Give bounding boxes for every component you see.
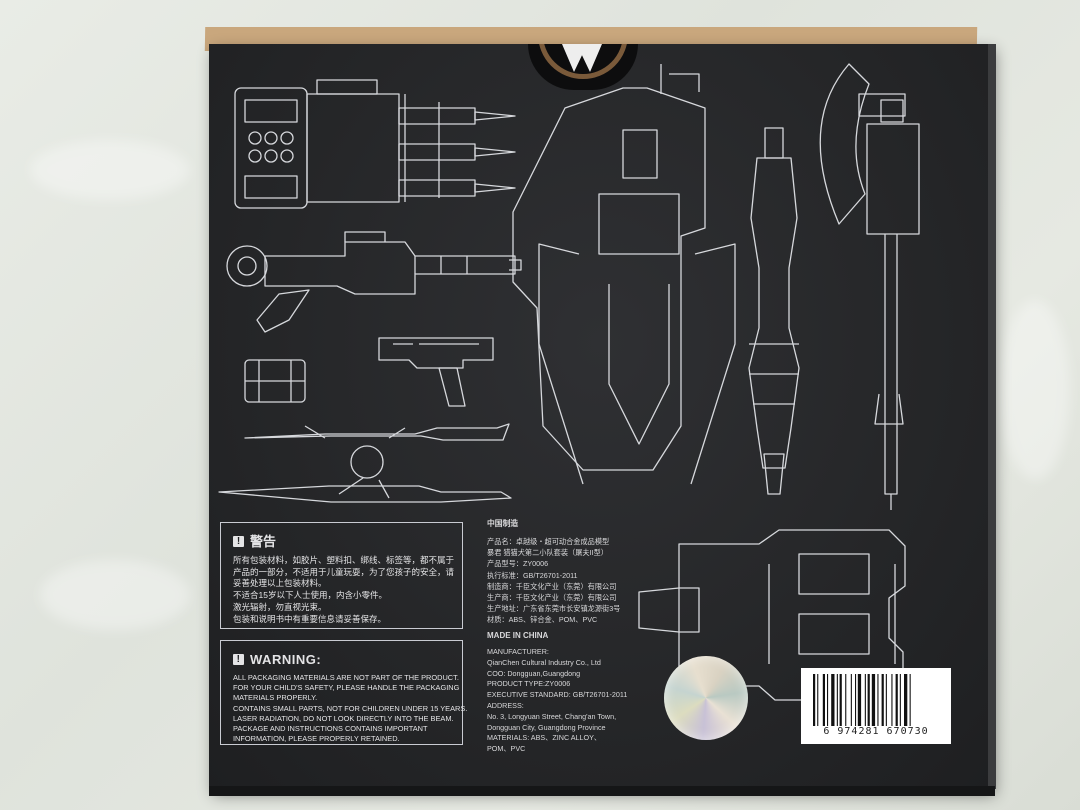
warning-title-cn: 警告 [250,534,277,549]
barcode-bar [904,674,908,726]
barcode-bar [817,674,819,726]
box-side-edge [988,44,996,789]
warning-line: MATERIALS PROPERLY. [233,693,318,703]
barcode-bar [850,674,852,726]
info-line: 生产商：千臣文化产业（东莞）有限公司 [487,592,617,602]
product-box-back [209,44,991,789]
box-bottom-edge [209,786,995,796]
made-in-china-en: MADE IN CHINA [487,631,549,640]
barcode-label: 6 974281 670730 [801,668,951,744]
warning-line: FOR YOUR CHILD'S SAFETY, PLEASE HANDLE T… [233,683,460,693]
rifle-drawing [226,231,522,333]
barcode-number: 6 974281 670730 [823,726,929,737]
warning-panel-chinese: ! 警告 所有包装材料，如胶片、塑料扣、绑线、标签等，都不属于 产品的一部分，不适… [220,522,463,629]
barcode-bar [839,674,842,726]
barcode-bar [899,674,901,726]
info-line: 生产地址：广东省东莞市长安镇龙源街3号 [487,604,621,614]
warning-line: PACKAGE AND INSTRUCTIONS CONTAINS IMPORT… [233,724,428,734]
barcode-bar [831,674,835,726]
barcode-bar [857,674,862,726]
info-line: 制造商：千臣文化产业（东莞）有限公司 [487,581,617,591]
barcode-bar [855,674,857,726]
warning-line: 产品的一部分，不适用于儿童玩耍，为了您孩子的安全，请 [233,566,455,577]
weapon-line-art [218,63,920,701]
warning-line: ALL PACKAGING MATERIALS ARE NOT PART OF … [233,672,459,682]
warning-line: CONTAINS SMALL PARTS, NOT FOR CHILDREN U… [233,703,468,713]
warning-line: 不适合15岁以下人士使用，内含小零件。 [233,590,387,601]
info-line: MATERIALS: ABS、ZINC ALLOY、 [487,733,602,743]
info-line: 执行标准：GB/T26701-2011 [487,570,578,580]
hologram-sticker [664,656,748,740]
barcode-bar [881,674,884,726]
exclamation-box-icon: ! [233,536,244,548]
barcode-bar [813,674,816,726]
barcode-bar [885,674,887,726]
warning-line: 包装和说明书中有重要信息请妥善保存。 [233,613,387,624]
barcode-bar [827,674,829,726]
warning-line: INFORMATION, PLEASE PROPERLY RETAINED. [233,734,400,744]
barcode-bar [877,674,879,726]
barcode-bar [845,674,847,726]
info-line: No. 3, Longyuan Street, Chang'an Town, [487,711,617,721]
axe-drawing [819,63,920,510]
mace-drawing [748,127,800,495]
barcode-bar [891,674,893,726]
barcode-bar [871,674,876,726]
barcode-bar [909,674,911,726]
info-line: 材质：ABS、锌合金、POM、PVC [487,615,598,625]
info-line: 产品名：卓越级・超可动合金成品模型 [487,537,610,547]
made-in-china-cn: 中国制造 [487,519,519,528]
launcher-drawing [234,79,516,209]
warning-line: 妥善处理以上包装材料。 [233,578,327,589]
product-info-english: MADE IN CHINA MANUFACTURER: QianChen Cul… [487,630,627,755]
warning-line: 所有包装材料，如胶片、塑料扣、绑线、标签等，都不属于 [233,554,455,565]
info-line: 暴君 猎猫犬第二小队套装（屠夫II型） [487,548,608,558]
barcode-bars [813,674,911,726]
pistol-drawing [378,337,494,407]
barcode-bar [864,674,866,726]
info-line: POM、PVC [487,744,526,754]
barcode-bar [867,674,870,726]
cloth-highlight [30,140,190,200]
cylinder-part-drawing [244,359,306,403]
info-line: COO: Dongguan,Guangdong [487,668,581,678]
warning-line: LASER RADIATION, DO NOT LOOK DIRECTLY IN… [233,713,454,723]
barcode-bar [822,674,825,726]
info-line: PRODUCT TYPE:ZY0006 [487,679,571,689]
exclamation-box-icon: ! [233,654,244,666]
shield-drawing [512,64,736,485]
info-line: QianChen Cultural Industry Co., Ltd [487,657,601,667]
info-line: ADDRESS: [487,700,524,710]
info-line: EXECUTIVE STANDARD: GB/T26701-2011 [487,690,628,700]
warning-title-en: WARNING: [250,652,322,667]
barcode-bar [836,674,838,726]
product-info-chinese: 中国制造 产品名：卓越级・超可动合金成品模型 暴君 猎猫犬第二小队套装（屠夫II… [487,518,620,625]
cloth-highlight [40,560,190,630]
warning-line: 激光辐射，勿直视光束。 [233,601,327,612]
warning-panel-english: ! WARNING: ALL PACKAGING MATERIALS ARE NO… [220,640,468,745]
info-line: MANUFACTURER: [487,647,549,656]
info-line: 产品型号：ZY0006 [487,559,549,569]
barcode-bar [895,674,898,726]
cloth-highlight [1000,300,1070,480]
double-blade-drawing [218,423,512,503]
cannon-drawing [638,529,906,701]
info-line: Dongguan City, Guangdong Province [487,722,606,732]
